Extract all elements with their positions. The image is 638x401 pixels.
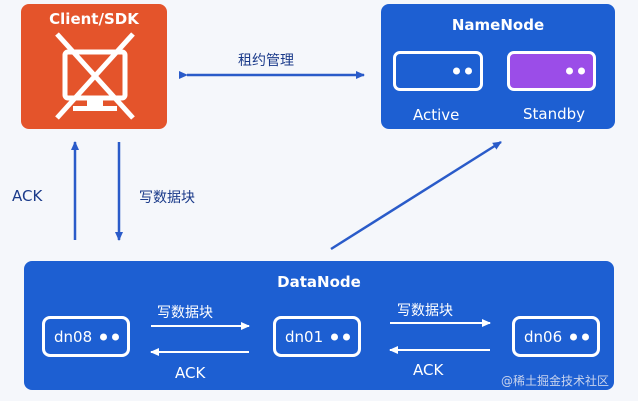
write-down-label: 写数据块 bbox=[139, 190, 195, 206]
watermark: @稀土掘金技术社区 bbox=[501, 374, 610, 388]
active-label: Active bbox=[413, 106, 460, 124]
standby-server-icon bbox=[507, 51, 596, 91]
dn-write-label-1: 写数据块 bbox=[157, 305, 213, 321]
monitor-crossed-icon bbox=[55, 32, 135, 120]
server-dots-icon bbox=[570, 333, 589, 340]
namenode-title: NameNode bbox=[451, 16, 545, 34]
dn-name: dn08 bbox=[54, 327, 93, 346]
server-dots-icon bbox=[100, 333, 119, 340]
client-title: Client/SDK bbox=[49, 10, 139, 28]
heartbeat-arrow bbox=[330, 140, 502, 251]
datanode-dn08: dn08 bbox=[42, 316, 130, 357]
dn-name: dn01 bbox=[285, 327, 324, 346]
lease-label: 租约管理 bbox=[238, 53, 294, 69]
namenode-box: NameNode Active Standby bbox=[381, 4, 615, 129]
dn-ack-label-2: ACK bbox=[413, 361, 444, 379]
datanode-dn06: dn06 bbox=[512, 316, 600, 357]
standby-label: Standby bbox=[523, 105, 586, 123]
server-dots-icon bbox=[331, 333, 350, 340]
ack-up-label: ACK bbox=[12, 187, 43, 205]
dn-ack-label-1: ACK bbox=[175, 364, 206, 382]
active-server-icon bbox=[393, 51, 483, 91]
client-sdk-box: Client/SDK bbox=[21, 4, 167, 129]
dn-name: dn06 bbox=[524, 327, 563, 346]
dn-write-label-2: 写数据块 bbox=[397, 303, 453, 319]
datanode-title: DataNode bbox=[277, 273, 361, 291]
datanode-dn01: dn01 bbox=[273, 316, 361, 357]
